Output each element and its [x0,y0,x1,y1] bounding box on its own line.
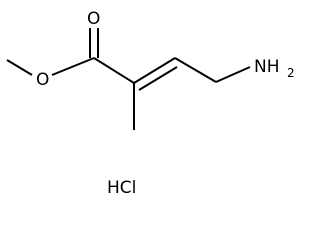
bond-methyl-ester-o [6,59,33,76]
carbonyl-oxygen-label: O [87,9,100,29]
bond-vinyl-ch2 [174,57,217,83]
hcl-salt-label: HCl [107,178,136,198]
bond-alkene-inner [138,66,178,91]
bond-ester-o-carbonyl-c [51,57,95,76]
structure-diagram: O O NH 2 HCl [6,9,295,198]
bond-carbonyl-c-alpha-c [93,57,135,84]
bond-ch2-nitrogen [215,66,251,83]
ester-oxygen-label: O [36,70,49,90]
bond-alkene-outer [133,57,176,84]
amine-subscript-label: 2 [287,66,295,80]
amine-nitrogen-label: NH [254,57,280,77]
